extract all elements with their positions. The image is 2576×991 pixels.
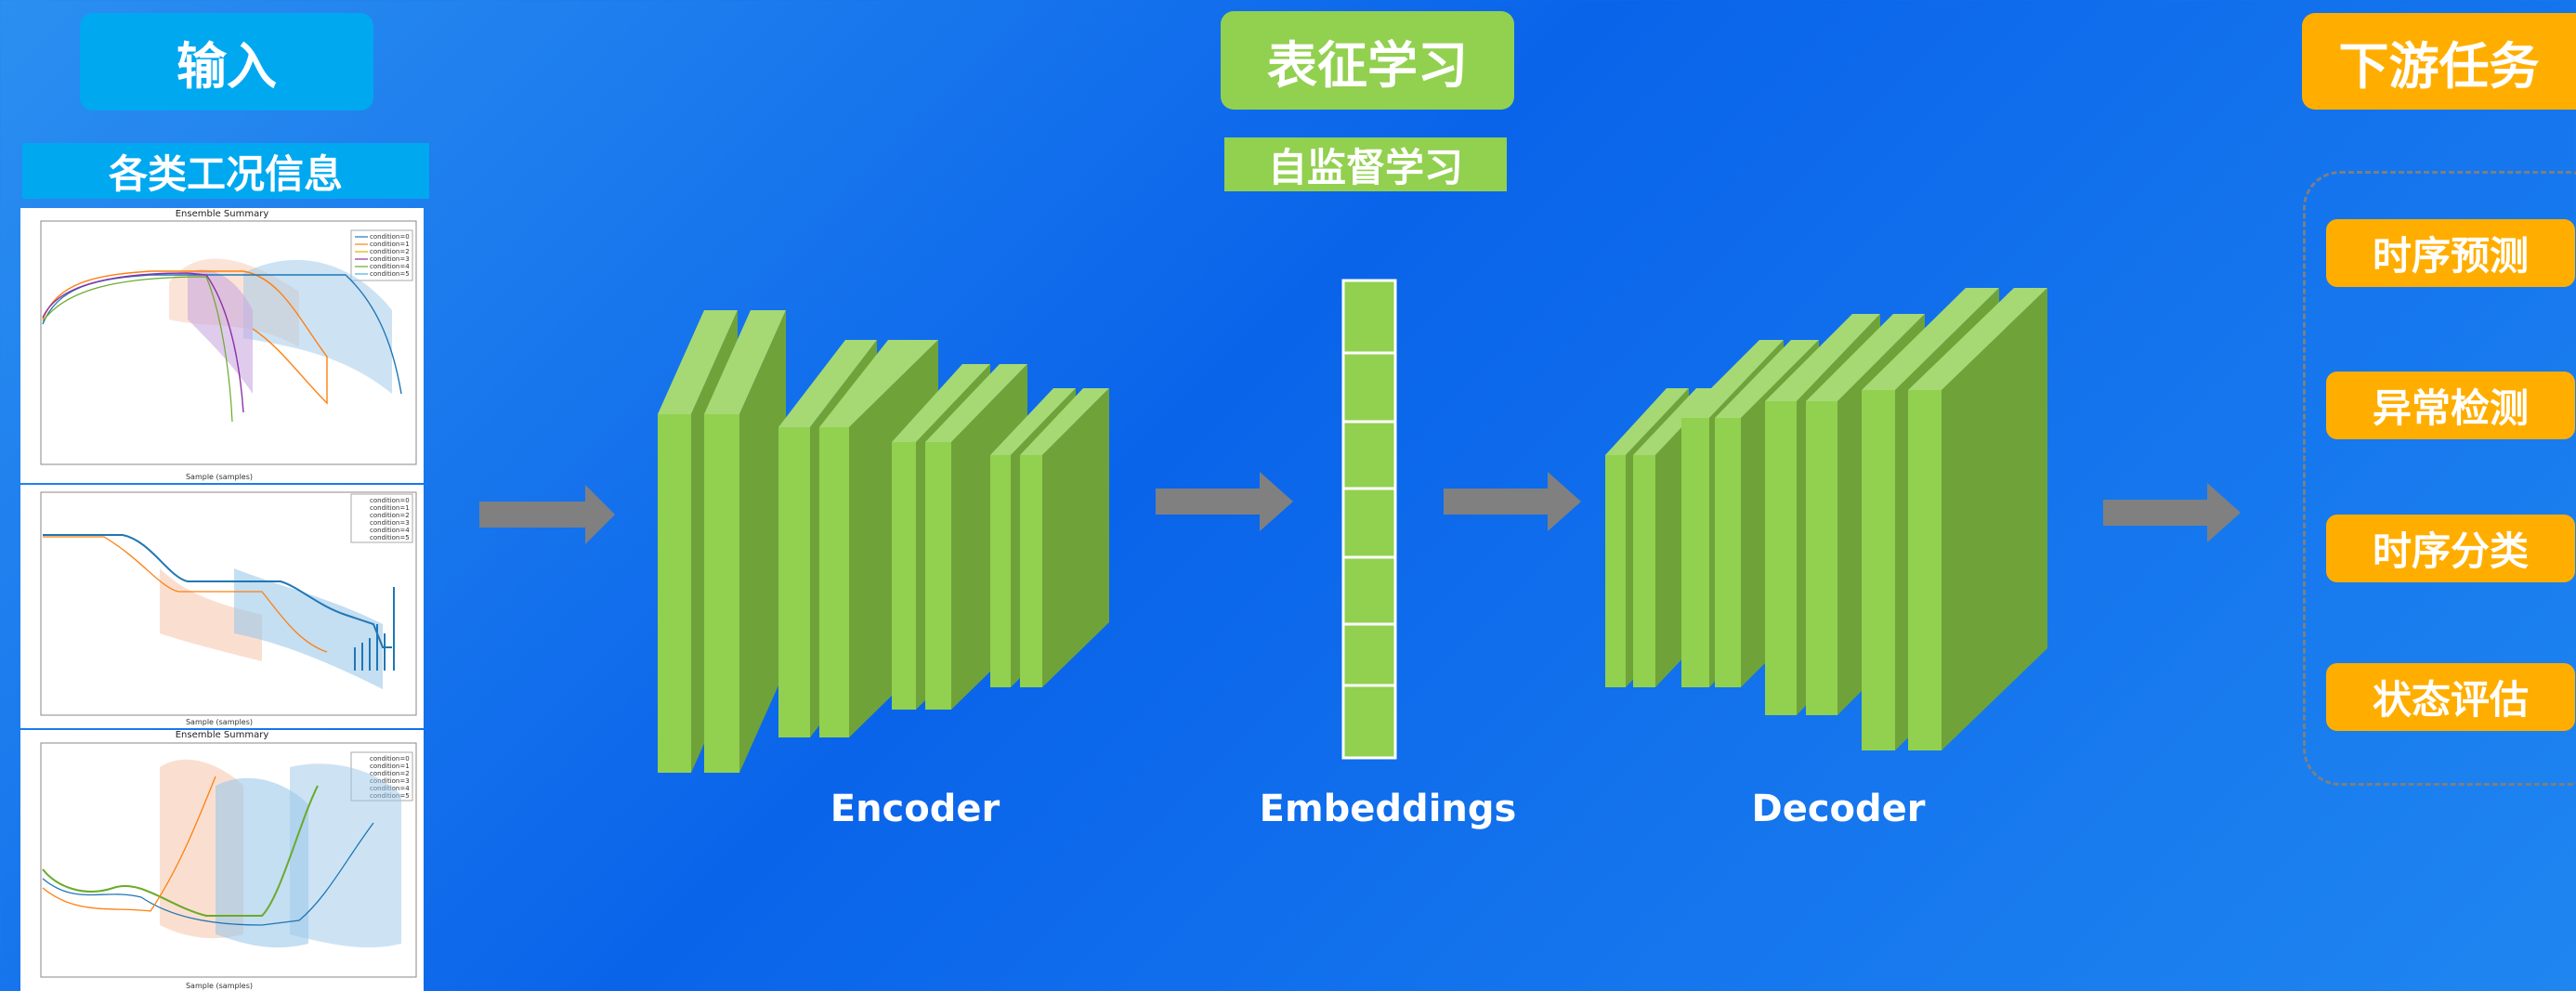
svg-text:condition=1: condition=1 — [370, 763, 410, 770]
svg-text:condition=1: condition=1 — [370, 241, 410, 248]
arrow-encoder-to-embeddings — [1156, 472, 1293, 531]
task-time-series-forecast: 时序预测 — [2326, 219, 2575, 287]
plot-xlabel: Sample (samples) — [186, 982, 253, 990]
svg-text:condition=5: condition=5 — [370, 270, 410, 278]
embeddings-label: Embeddings — [1259, 788, 1517, 830]
svg-text:condition=2: condition=2 — [370, 770, 410, 777]
svg-text:condition=2: condition=2 — [370, 248, 410, 255]
encoder-blocks — [658, 310, 1109, 773]
task-anomaly-detection: 异常检测 — [2326, 372, 2575, 439]
embeddings-vector — [1341, 279, 1397, 760]
plot-xlabel: Sample (samples) — [186, 473, 253, 481]
svg-text:condition=5: condition=5 — [370, 534, 410, 541]
svg-text:condition=3: condition=3 — [370, 255, 410, 263]
input-subtitle: 各类工况信息 — [22, 143, 429, 199]
svg-text:condition=1: condition=1 — [370, 504, 410, 512]
plot-title: Ensemble Summary — [175, 209, 269, 219]
svg-text:condition=0: condition=0 — [370, 755, 410, 763]
downstream-task-group — [2303, 171, 2576, 786]
svg-text:condition=0: condition=0 — [370, 233, 410, 241]
encoder-label: Encoder — [830, 788, 1000, 830]
downstream-header: 下游任务 — [2302, 13, 2576, 110]
arrow-embeddings-to-decoder — [1444, 472, 1581, 531]
arrow-input-to-encoder — [479, 485, 615, 544]
svg-text:condition=2: condition=2 — [370, 512, 410, 519]
svg-text:condition=3: condition=3 — [370, 777, 410, 785]
svg-text:condition=0: condition=0 — [370, 497, 410, 504]
task-time-series-classification: 时序分类 — [2326, 515, 2575, 582]
representation-header: 表征学习 — [1221, 11, 1514, 110]
input-header: 输入 — [80, 13, 373, 111]
plot-title: Ensemble Summary — [175, 730, 269, 740]
decoder-label: Decoder — [1751, 788, 1926, 830]
decoder-blocks — [1605, 288, 2047, 750]
plot-xlabel: Sample (samples) — [186, 718, 253, 726]
svg-text:condition=4: condition=4 — [370, 527, 410, 534]
representation-subtitle: 自监督学习 — [1224, 137, 1507, 191]
svg-text:condition=4: condition=4 — [370, 263, 410, 270]
arrow-decoder-to-tasks — [2103, 483, 2241, 542]
task-state-assessment: 状态评估 — [2326, 663, 2575, 731]
svg-text:condition=3: condition=3 — [370, 519, 410, 527]
